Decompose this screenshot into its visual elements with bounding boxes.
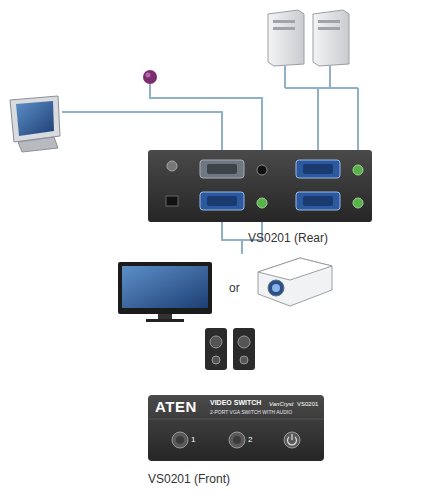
- model-number: VS0201: [297, 401, 318, 408]
- brand-logo: ATEN: [155, 398, 197, 415]
- speakers: [205, 328, 255, 370]
- rear-panel-node: VS0201 (Rear): [148, 150, 372, 250]
- projector: [258, 258, 332, 306]
- cables: [62, 66, 358, 254]
- button-number: 2: [248, 435, 252, 444]
- front-panel-node: ATEN VIDEO SWITCH 2-PORT VGA SWITCH WITH A…: [148, 395, 324, 490]
- panel-label: VS0201 (Front): [148, 473, 230, 487]
- sensor-puck: [143, 70, 157, 84]
- panel-label: VS0201 (Rear): [248, 232, 328, 246]
- touch-monitor: [10, 96, 60, 152]
- front-panel: [148, 395, 324, 461]
- product-description: 2-PORT VGA SWITCH WITH AUDIO: [210, 410, 292, 416]
- computer-towers: [268, 10, 349, 66]
- separator-word: or: [227, 282, 242, 296]
- series-name: VanCryst: [269, 401, 293, 408]
- rear-panel: [148, 150, 372, 222]
- television: [118, 262, 212, 322]
- product-line: VIDEO SWITCH: [210, 399, 261, 407]
- button-number: 1: [191, 435, 195, 444]
